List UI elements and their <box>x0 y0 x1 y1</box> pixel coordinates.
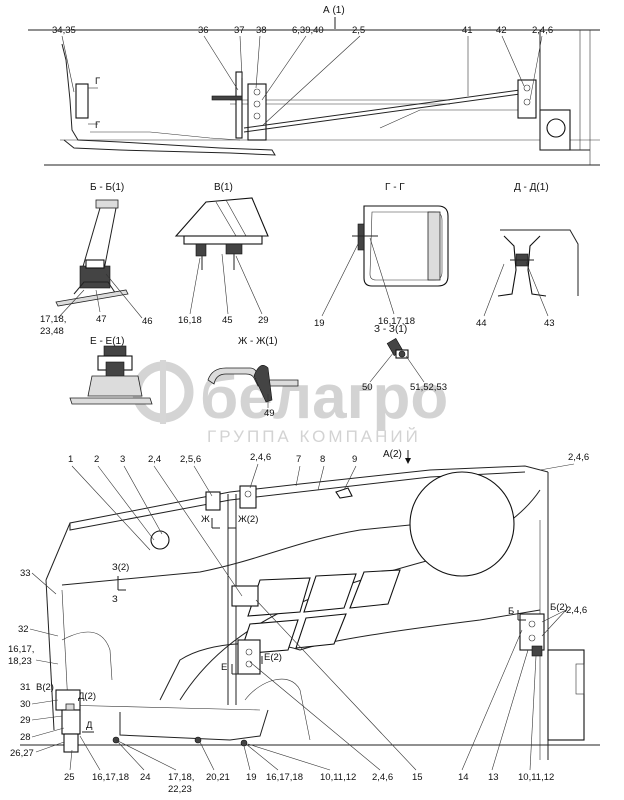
callout-mid-13: 50 <box>362 382 373 393</box>
callout-main-17: 29 <box>20 715 31 726</box>
view-title-zhzh1: Ж - Ж(1) <box>238 336 278 347</box>
callout-main-14: 18,23 <box>8 656 32 667</box>
view-a1: А (1) Г Г 34,35 36 37 38 6,39,40 2,5 41 … <box>28 5 600 166</box>
section-mark-d2: Д(2) <box>78 691 96 702</box>
callout-bottom-3: 24 <box>140 772 151 783</box>
callout-main-6: 2,4,6 <box>250 452 271 463</box>
callout-bottom-11: 15 <box>412 772 423 783</box>
callout-main-15: 31 <box>20 682 31 693</box>
callout-main-2: 2 <box>94 454 99 465</box>
callout-bottom-5: 22,23 <box>168 784 192 795</box>
callout-main-5: 2,5,6 <box>180 454 201 465</box>
section-mark-v2: В(2) <box>36 682 54 693</box>
section-mark-zh: Ж <box>201 514 210 525</box>
section-mark-z2: З(2) <box>112 562 129 573</box>
section-mark-b: Б <box>508 606 514 617</box>
callout-mid-5: 16,18 <box>178 315 202 326</box>
section-mark-e2: Е(2) <box>264 652 282 663</box>
section-dd1: Д - Д(1) 44 43 <box>476 182 579 329</box>
callout-bottom-13: 13 <box>488 772 499 783</box>
callout-main-19: 26,27 <box>10 748 34 759</box>
callout-top-3: 37 <box>234 25 245 36</box>
section-mark-b2: Б(2) <box>550 602 568 613</box>
callout-top-1: 34,35 <box>52 25 76 36</box>
callout-top-7: 41 <box>462 25 473 36</box>
callouts-main: 1 2 3 2,4 2,5,6 2,4,6 7 8 9 2,4,6 33 32 … <box>8 452 589 759</box>
view-v1: В(1) 16,18 45 29 <box>174 182 269 326</box>
section-bb1: Б - Б(1) 17,18, 23,48 47 46 <box>40 182 153 337</box>
callout-bottom-6: 20,21 <box>206 772 230 783</box>
section-mark-zh2: Ж(2) <box>238 514 258 525</box>
callouts-top: 34,35 36 37 38 6,39,40 2,5 41 42 2,4,6 <box>52 25 553 127</box>
view-title-zz1: З - З(1) <box>374 324 407 335</box>
callout-bottom-12: 14 <box>458 772 469 783</box>
callout-bottom-14: 10,11,12 <box>518 772 554 783</box>
section-zz1: З - З(1) 50 51,52,53 <box>362 324 447 393</box>
callout-top-6: 2,5 <box>352 25 365 36</box>
callout-main-18: 28 <box>20 732 31 743</box>
callout-mid-9: 16,17,18 <box>378 316 415 327</box>
section-mark-z: З <box>112 594 118 605</box>
callout-main-10: 2,4,6 <box>568 452 589 463</box>
callout-bottom-4: 17,18, <box>168 772 194 783</box>
watermark: белагро ГРУППА КОМПАНИЙ <box>132 360 448 446</box>
callout-main-4: 2,4 <box>148 454 161 465</box>
callout-main-20: 2,4,6 <box>566 605 587 616</box>
callout-bottom-1: 25 <box>64 772 75 783</box>
callout-main-12: 32 <box>18 624 29 635</box>
callout-mid-3: 47 <box>96 314 107 325</box>
section-gg: Г - Г 19 16,17,18 <box>314 182 449 329</box>
section-mark-g-upper: Г <box>95 76 100 87</box>
view-title-a1: А (1) <box>323 5 345 16</box>
callout-top-8: 42 <box>496 25 507 36</box>
callouts-bottom: 25 16,17,18 24 17,18, 22,23 20,21 19 16,… <box>64 599 554 795</box>
callout-mid-1: 17,18, <box>40 314 66 325</box>
callout-bottom-7: 19 <box>246 772 257 783</box>
view-title-bb1: Б - Б(1) <box>90 182 124 193</box>
callout-main-11: 33 <box>20 568 31 579</box>
section-zhzh1: Ж - Ж(1) 49 <box>207 336 299 419</box>
callout-mid-7: 29 <box>258 315 269 326</box>
watermark-brand: белагро <box>200 363 448 432</box>
callout-main-13: 16,17, <box>8 644 34 655</box>
callout-bottom-9: 10,11,12 <box>320 772 356 783</box>
callout-bottom-8: 16,17,18 <box>266 772 303 783</box>
callout-mid-8: 19 <box>314 318 325 329</box>
callout-mid-12: 49 <box>264 408 275 419</box>
callout-mid-10: 44 <box>476 318 487 329</box>
watermark-tagline: ГРУППА КОМПАНИЙ <box>207 427 421 446</box>
section-mark-d: Д <box>86 720 93 731</box>
section-ee1: Е - Е(1) <box>69 336 153 405</box>
callout-main-3: 3 <box>120 454 125 465</box>
callout-mid-11: 43 <box>544 318 555 329</box>
callout-main-9: 9 <box>352 454 357 465</box>
callout-bottom-10: 2,4,6 <box>372 772 393 783</box>
callout-top-5: 6,39,40 <box>292 25 324 36</box>
view-title-a2: А(2) <box>383 449 402 460</box>
callout-mid-4: 46 <box>142 316 153 327</box>
callout-top-9: 2,4,6 <box>532 25 553 36</box>
callout-main-1: 1 <box>68 454 73 465</box>
section-mark-g-lower: Г <box>95 120 100 131</box>
callout-main-16: 30 <box>20 699 31 710</box>
callout-mid-6: 45 <box>222 315 233 326</box>
view-a2: А(2) <box>8 449 600 795</box>
section-mark-e: Е <box>221 662 227 673</box>
callout-main-7: 7 <box>296 454 301 465</box>
view-title-dd1: Д - Д(1) <box>514 182 549 193</box>
callout-top-2: 36 <box>198 25 209 36</box>
view-title-v1: В(1) <box>214 182 233 193</box>
watermark-logo-icon <box>132 360 194 424</box>
callout-mid-2: 23,48 <box>40 326 64 337</box>
callout-main-8: 8 <box>320 454 325 465</box>
callout-mid-14: 51,52,53 <box>410 382 447 393</box>
callout-top-4: 38 <box>256 25 267 36</box>
view-title-ee1: Е - Е(1) <box>90 336 124 347</box>
view-title-gg: Г - Г <box>385 182 405 193</box>
callout-bottom-2: 16,17,18 <box>92 772 129 783</box>
